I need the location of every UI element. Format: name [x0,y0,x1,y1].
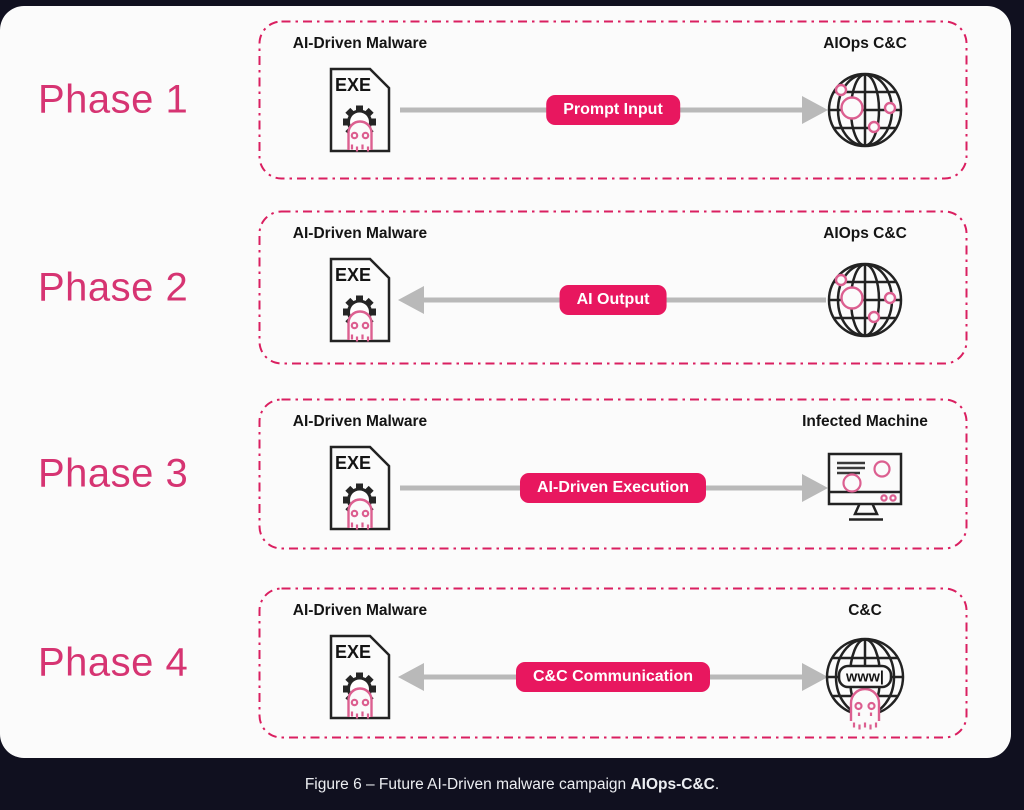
phase-4-row: Phase 4 AI-Driven Malware C&C EXE [0,587,1011,739]
exe-label: EXE [335,75,371,95]
www-address-box [837,664,893,689]
target-label: Infected Machine [802,413,928,430]
phase-2-label: Phase 2 [38,265,189,309]
infected-machine-icon [827,452,903,521]
globe-www-icon: www| [825,637,905,730]
arrowhead-left-icon [398,663,424,691]
exe-label: EXE [335,642,371,662]
exe-malware-icon: EXE [329,257,391,343]
arrowhead-right-icon [802,474,828,502]
source-label: AI-Driven Malware [292,225,428,242]
phase-3-label: Phase 3 [38,451,189,496]
dashed-border [258,210,968,365]
caption-bold: AIOps-C&C [630,776,715,793]
ghost-icon [347,120,373,152]
phase-4-label: Phase 4 [38,640,189,685]
arrow-label-pill: C&C Communication [516,662,710,692]
phase-3-box: AI-Driven Malware Infected Machine EXE [258,398,968,550]
caption-suffix: . [714,776,720,793]
exe-label: EXE [335,265,371,285]
globe-nodes-icon [827,72,903,148]
dashed-border [258,587,968,739]
phase-1-row: Phase 1 AI-Driven Malware AIOps C&C EXE [0,20,1011,180]
arrowhead-left-icon [398,286,424,314]
figure-card: Phase 1 AI-Driven Malware AIOps C&C EXE [0,6,1011,758]
caption-prefix: Figure 6 – Future AI-Driven malware camp… [304,776,631,793]
target-label: AIOps C&C [823,35,907,52]
phase-1-box: AI-Driven Malware AIOps C&C EXE [258,20,968,180]
target-label: AIOps C&C [823,225,907,242]
ghost-icon [347,498,373,530]
arrowhead-right-icon [802,96,828,124]
phase-3-row: Phase 3 AI-Driven Malware Infected Machi… [0,398,1011,550]
arrow-label-pill: Prompt Input [546,95,680,125]
phase-2-row: Phase 2 AI-Driven Malware AIOps C&C EXE [0,210,1011,365]
exe-malware-icon: EXE [329,445,391,531]
www-label: www| [845,670,884,686]
ghost-icon [849,687,881,730]
dashed-border [258,398,968,550]
globe-nodes-icon [827,262,903,338]
figure-caption: Figure 6 – Future AI-Driven malware camp… [0,776,1024,794]
arrow-label-pill: AI Output [559,285,667,315]
phase-1-label: Phase 1 [38,77,189,122]
arrow-label-pill: AI-Driven Execution [519,473,707,503]
phase-4-box: AI-Driven Malware C&C EXE [258,587,968,739]
phase-2-box: AI-Driven Malware AIOps C&C EXE [258,210,968,365]
exe-malware-icon: EXE [329,67,391,153]
ghost-icon [347,310,373,342]
dashed-border [258,20,968,180]
source-label: AI-Driven Malware [292,413,428,430]
source-label: AI-Driven Malware [292,35,428,52]
source-label: AI-Driven Malware [292,602,428,619]
arrowhead-right-icon [802,663,828,691]
exe-label: EXE [335,453,371,473]
exe-malware-icon: EXE [329,634,391,720]
ghost-icon [347,687,373,719]
target-label: C&C [848,602,882,619]
